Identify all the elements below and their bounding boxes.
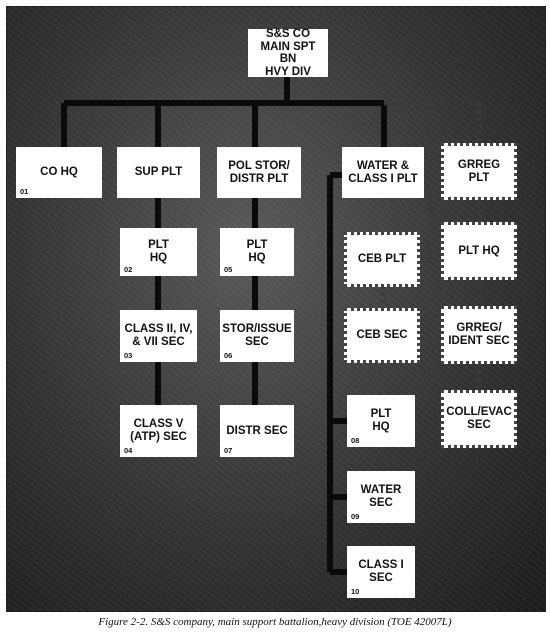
water-plt-hq-box: PLT HQ 08	[347, 395, 415, 447]
water-sec-box: WATER SEC 09	[347, 471, 415, 523]
ceb-sec-label: CEB SEC	[356, 329, 408, 341]
co-hq-box: CO HQ 01	[16, 147, 102, 198]
distr-sec-label: DISTR SEC	[226, 424, 288, 437]
figure-caption: Figure 2-2. S&S company, main support ba…	[98, 616, 452, 628]
water-plt-hq-code: 08	[351, 436, 360, 445]
ceb-plt-box: CEB PLT	[344, 232, 420, 287]
sup-plt-hq-box: PLT HQ 02	[120, 228, 197, 276]
grreg-ident-sec-box: GRREG/ IDENT SEC	[441, 306, 517, 364]
co-hq-code: 01	[20, 187, 29, 196]
class-2-4-7-sec-code: 03	[124, 351, 133, 360]
pol-plt-hq-code: 05	[224, 265, 233, 274]
class-2-4-7-sec-box: CLASS II, IV, & VII SEC 03	[120, 310, 197, 362]
distr-sec-box: DISTR SEC 07	[220, 405, 294, 457]
coll-evac-sec-label: COLL/EVAC SEC	[446, 406, 512, 431]
sup-plt-label: SUP PLT	[134, 166, 183, 178]
water-plt-hq-label: PLT HQ	[370, 408, 392, 433]
stor-issue-sec-box: STOR/ISSUE SEC 06	[220, 310, 294, 362]
class-2-4-7-sec-label: CLASS II, IV, & VII SEC	[124, 323, 193, 348]
ceb-sec-box: CEB SEC	[344, 308, 420, 363]
sup-plt-hq-code: 02	[124, 265, 133, 274]
pol-plt-hq-label: PLT HQ	[246, 239, 268, 264]
ceb-plt-label: CEB PLT	[357, 253, 407, 265]
class1-sec-box: CLASS I SEC 10	[347, 546, 415, 598]
stor-issue-sec-label: STOR/ISSUE SEC	[222, 323, 292, 348]
water-class1-plt-box: WATER & CLASS I PLT	[342, 147, 424, 198]
grreg-plt-label: GRREG PLT	[457, 158, 501, 184]
root-unit-label: S&S CO MAIN SPT BN HVY DIV	[260, 28, 316, 78]
grreg-ident-sec-label: GRREG/ IDENT SEC	[448, 322, 510, 347]
class1-sec-label: CLASS I SEC	[358, 559, 404, 584]
pol-plt-box: POL STOR/ DISTR PLT	[217, 147, 301, 198]
pol-plt-label: POL STOR/ DISTR PLT	[228, 159, 290, 185]
class1-sec-code: 10	[351, 587, 360, 596]
sup-plt-box: SUP PLT	[117, 147, 200, 198]
water-sec-label: WATER SEC	[360, 484, 402, 509]
pol-plt-hq-box: PLT HQ 05	[220, 228, 294, 276]
class-5-sec-label: CLASS V (ATP) SEC	[130, 418, 187, 443]
water-sec-code: 09	[351, 512, 360, 521]
class-5-sec-code: 04	[124, 446, 133, 455]
stor-issue-sec-code: 06	[224, 351, 233, 360]
grreg-plt-box: GRREG PLT	[441, 143, 517, 200]
water-class1-plt-label: WATER & CLASS I PLT	[348, 159, 418, 185]
co-hq-label: CO HQ	[40, 166, 78, 178]
distr-sec-code: 07	[224, 446, 233, 455]
class-5-sec-box: CLASS V (ATP) SEC 04	[120, 405, 197, 457]
root-unit-box: S&S CO MAIN SPT BN HVY DIV	[248, 28, 328, 78]
grreg-plt-hq-box: PLT HQ	[441, 222, 517, 280]
grreg-plt-hq-label: PLT HQ	[458, 244, 500, 257]
sup-plt-hq-label: PLT HQ	[148, 239, 169, 264]
coll-evac-sec-box: COLL/EVAC SEC	[441, 390, 517, 448]
